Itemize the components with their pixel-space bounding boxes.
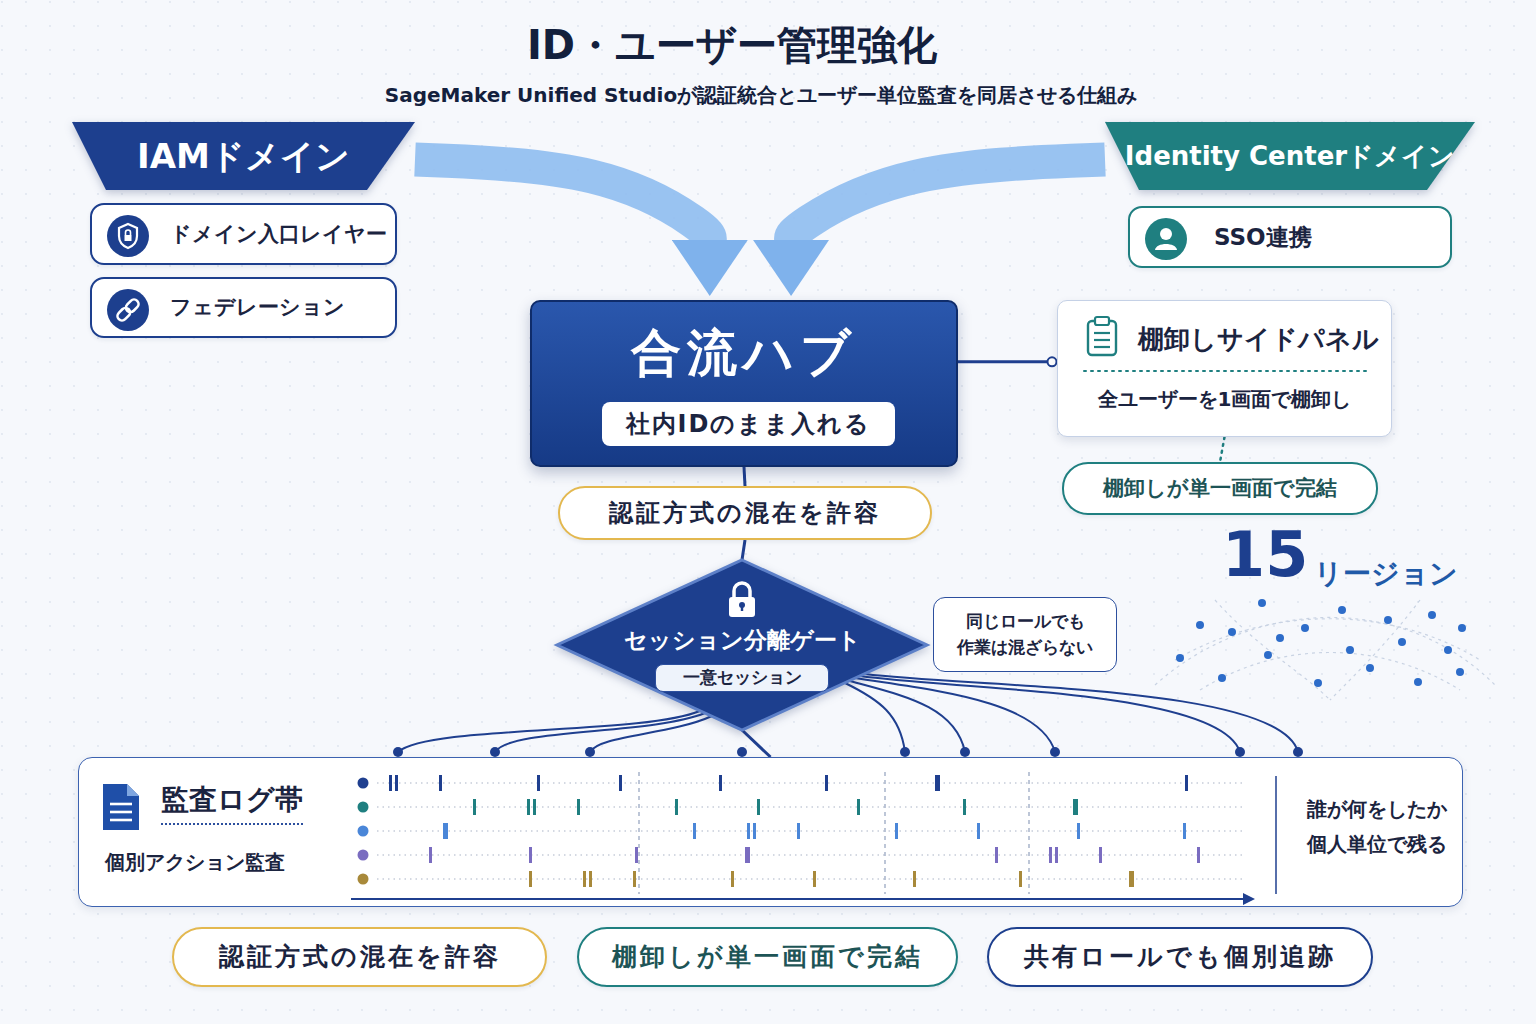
audit-band: 監査ログ帯個別アクション監査 誰が何をしたか 個人単位で残る (78, 757, 1463, 907)
node-text: 全ユーザーを1画面で棚卸し (1058, 387, 1391, 412)
feature-pill: SSO連携 (1128, 206, 1452, 268)
node-heading: SSO連携 (1214, 223, 1312, 252)
connector (742, 540, 745, 560)
node-heading: 一意セッション (683, 667, 802, 688)
node-heading: Identity Centerドメイン (1125, 140, 1455, 173)
connector (791, 159, 1105, 240)
node-heading: IAMドメイン (137, 135, 350, 178)
gate-diamond: セッション分離ゲート一意セッション (557, 560, 927, 730)
region-unit: リージョン (1314, 555, 1458, 593)
clipboard-icon (1084, 315, 1124, 359)
region-map (1155, 599, 1495, 700)
node-heading: 認証方式の混在を許容 (609, 498, 881, 528)
subtitle: SageMaker Unified Studioが認証統合とユーザー単位監査を同… (0, 82, 1522, 109)
link-icon (106, 288, 166, 348)
node-heading: 棚卸しが単一画面で完結 (1103, 475, 1337, 501)
connector (958, 360, 1057, 363)
note-box: 同じロールでも 作業は混ざらない (933, 597, 1117, 672)
person-icon (1144, 217, 1204, 277)
branch-dots (393, 747, 1303, 757)
log-timeline (79, 758, 1464, 908)
node-text: 誰が何をしたか 個人単位で残る (1297, 792, 1457, 862)
domain-banner: IAMドメイン (72, 122, 415, 190)
connector (742, 730, 771, 757)
result-pill: 棚卸しが単一画面で完結 (1062, 462, 1378, 515)
node-heading: 棚卸しが単一画面で完結 (612, 941, 923, 972)
summary-pill: 認証方式の混在を許容 (172, 927, 547, 987)
summary-pill: 共有ロールでも個別追跡 (987, 927, 1373, 987)
connector (415, 159, 710, 240)
title: ID・ユーザー管理強化 (0, 18, 1464, 73)
node-heading: 共有ロールでも個別追跡 (1024, 941, 1336, 972)
summary-pill: 棚卸しが単一画面で完結 (577, 927, 958, 987)
node-heading: フェデレーション (170, 294, 345, 320)
lock-icon (722, 578, 762, 624)
region-count: 15 (1222, 518, 1308, 591)
result-pill: 認証方式の混在を許容 (558, 486, 932, 540)
node-heading: 同じロールでも 作業は混ざらない (942, 609, 1108, 660)
node-heading: ドメイン入口レイヤー (170, 221, 387, 247)
node-heading: 社内IDのまま入れる (626, 409, 872, 439)
hub-box: 合流ハブ社内IDのまま入れる (530, 300, 958, 467)
node-text: 個別アクション監査 (105, 850, 285, 875)
session-branches (398, 674, 1298, 752)
node-heading: 監査ログ帯 (161, 782, 303, 825)
connector (1220, 437, 1225, 462)
feature-pill: フェデレーション (90, 277, 397, 338)
side-panel: 棚卸しサイドパネル全ユーザーを1画面で棚卸し (1057, 300, 1392, 437)
shield-icon (106, 214, 166, 274)
hub-subtitle: 社内IDのまま入れる (602, 402, 895, 446)
connector (744, 467, 745, 486)
node-heading: 合流ハブ (532, 322, 956, 385)
doc-icon (101, 782, 145, 834)
node-heading: セッション分離ゲート (557, 626, 927, 655)
node-heading: 認証方式の混在を許容 (219, 941, 501, 972)
feature-pill: ドメイン入口レイヤー (90, 203, 397, 265)
node-heading: 棚卸しサイドパネル (1138, 323, 1379, 356)
gate-badge: 一意セッション (655, 664, 829, 692)
domain-banner: Identity Centerドメイン (1105, 122, 1475, 190)
